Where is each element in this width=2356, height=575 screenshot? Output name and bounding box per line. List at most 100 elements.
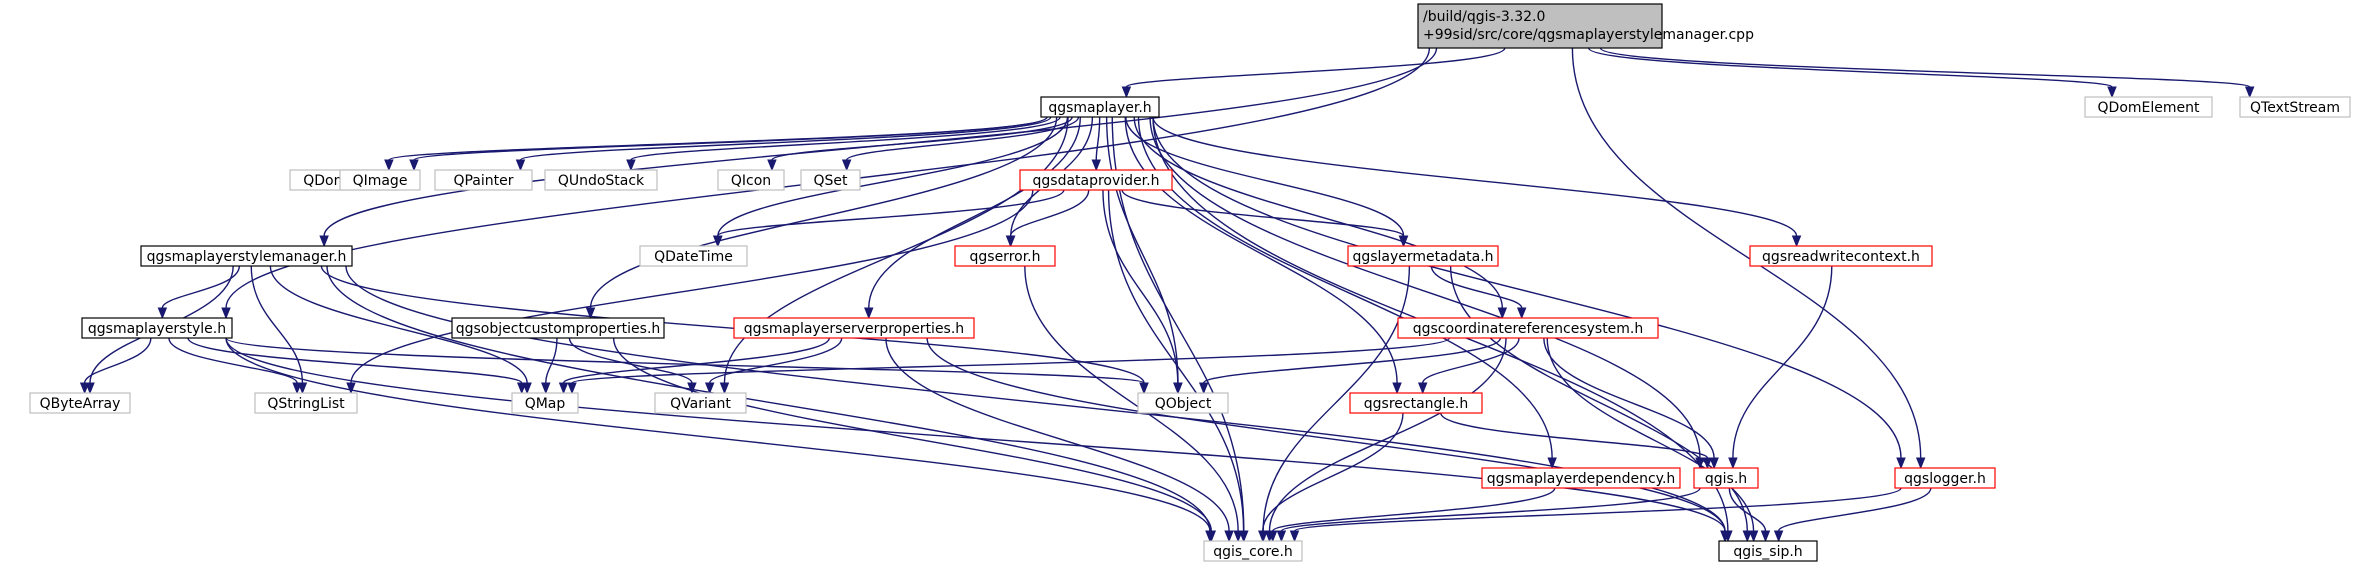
edge-qgscoordinatereferencesystem-to-qgsrectangle: [1417, 337, 1520, 395]
node-qgserror[interactable]: qgserror.h: [954, 245, 1056, 267]
node-box: [544, 169, 658, 191]
edge-qgsmaplayerstylemanager-to-qgsmaplayerstyle: [157, 265, 241, 320]
node-qgis_core: qgis_core.h: [1203, 540, 1303, 562]
arrowhead: [1516, 307, 1527, 320]
edge-line: [1262, 412, 1404, 532]
node-box: [954, 245, 1056, 267]
arrowhead: [704, 382, 715, 395]
edge-line: [1024, 265, 1239, 532]
edge-line: [83, 337, 152, 384]
edge-line: [1728, 487, 1767, 532]
arrowhead: [319, 235, 329, 248]
arrowhead: [1233, 530, 1243, 543]
node-qgsreadwritecontext[interactable]: qgsreadwritecontext.h: [1749, 245, 1933, 267]
edge-qgsmaplayerstyle-to-qobject: [225, 337, 1149, 395]
node-qgsmaplayerstyle[interactable]: qgsmaplayerstyle.h: [81, 317, 233, 339]
node-qgsmaplayerserverproperties[interactable]: qgsmaplayerserverproperties.h: [733, 317, 975, 339]
edge-line: [225, 337, 1145, 384]
node-root[interactable]: /build/qgis-3.32.0 +99sid/src/core/qgsmap…: [1417, 3, 1754, 49]
edge-qgslogger-to-qgis_sip: [1773, 487, 1932, 543]
node-qbytearray: QByteArray: [29, 392, 131, 414]
arrowhead: [1915, 457, 1926, 470]
node-label: QVariant: [670, 396, 731, 412]
arrowhead: [864, 307, 874, 320]
arrowhead: [1398, 235, 1409, 248]
edge-qgsmaplayerstyle-to-qmap: [187, 337, 527, 395]
edge-qgsmaplayer-to-qicon: [767, 116, 1073, 172]
node-label: QImage: [353, 173, 408, 189]
edge-line: [269, 265, 528, 384]
edge-line: [716, 189, 1065, 237]
edge-qgsobjectcustomproperties-to-qgis_core: [612, 337, 1217, 543]
edge-line: [1133, 116, 1504, 309]
node-qgsmaplayerdependency[interactable]: qgsmaplayerdependency.h: [1481, 467, 1681, 489]
edge-line: [589, 116, 1058, 309]
edge-qgsrectangle-to-qgis: [1440, 412, 1713, 470]
arrowhead: [409, 159, 419, 172]
node-label: qgsreadwritecontext.h: [1762, 249, 1920, 265]
edge-qgsmaplayer-to-qgsreadwritecontext: [1152, 116, 1802, 248]
node-qvariant: QVariant: [654, 392, 747, 414]
edge-qgsmaplayer-to-qgsrectangle: [1124, 116, 1402, 395]
node-box: [717, 169, 785, 191]
node-qicon: QIcon: [717, 169, 785, 191]
edge-qgslayermetadata-to-qgscoordinatereferencesystem: [1430, 265, 1527, 320]
node-qgsobjectcustomproperties[interactable]: qgsobjectcustomproperties.h: [451, 317, 665, 339]
edge-qgsmaplayer-to-qimage: [409, 116, 1048, 172]
node-box: [800, 169, 861, 191]
arrowhead: [1267, 530, 1278, 543]
arrowhead: [292, 382, 302, 395]
edge-line: [1271, 487, 1556, 532]
node-box: [1749, 245, 1933, 267]
edge-qgsmaplayer-to-qgslogger: [1152, 116, 1906, 470]
edge-qgsmaplayer-to-qgsdataprovider: [1091, 116, 1101, 172]
node-qgsrectangle[interactable]: qgsrectangle.h: [1349, 392, 1483, 414]
edge-line: [1105, 116, 1179, 384]
arrowhead: [1276, 530, 1287, 543]
node-label: QUndoStack: [558, 173, 645, 189]
node-qgis[interactable]: qgis.h: [1693, 467, 1759, 489]
edge-line: [1422, 337, 1520, 384]
edge-line: [1293, 487, 1902, 532]
edge-line: [225, 337, 1726, 532]
node-box: [2239, 96, 2351, 118]
edge-qgscoordinatereferencesystem-to-qmap: [567, 337, 1451, 395]
edge-line: [225, 337, 1211, 532]
node-qgscoordinatereferencesystem[interactable]: qgscoordinatereferencesystem.h: [1397, 317, 1659, 339]
arrowhead: [1709, 457, 1719, 470]
edges-layer: [79, 47, 2255, 543]
arrowhead: [719, 382, 730, 395]
node-qgsmaplayer[interactable]: qgsmaplayer.h: [1040, 96, 1160, 118]
edge-line: [323, 47, 1438, 237]
node-qgslogger[interactable]: qgslogger.h: [1894, 467, 1996, 489]
node-qgsmaplayerstylemanager[interactable]: qgsmaplayerstylemanager.h: [140, 245, 353, 267]
edge-line: [1124, 116, 1398, 384]
node-qgslayermetadata[interactable]: qgslayermetadata.h: [1347, 245, 1499, 267]
node-label: QStringList: [267, 396, 345, 412]
arrowhead: [841, 159, 852, 172]
edge-line: [868, 116, 1082, 309]
arrowhead: [1198, 382, 1209, 395]
arrowhead: [1497, 307, 1508, 320]
arrowhead: [1289, 530, 1300, 543]
edge-line: [320, 265, 1145, 384]
arrowhead: [687, 382, 697, 395]
edge-line: [926, 337, 1726, 532]
arrowhead: [567, 382, 577, 395]
node-label: QObject: [1155, 396, 1212, 412]
node-qgsdataprovider[interactable]: qgsdataprovider.h: [1019, 169, 1173, 191]
node-label: qgsmaplayerstyle.h: [88, 321, 226, 337]
node-box: [654, 392, 747, 414]
node-qgis_sip[interactable]: qgis_sip.h: [1718, 540, 1818, 562]
node-label: qgsmaplayerstylemanager.h: [147, 249, 347, 265]
node-label: qgsdataprovider.h: [1033, 173, 1160, 189]
edge-line: [168, 337, 298, 384]
edge-qgsmaplayer-to-qgis: [1149, 116, 1705, 470]
node-qundostack: QUndoStack: [544, 169, 658, 191]
node-label: QDateTime: [654, 249, 733, 265]
node-label: /build/qgis-3.32.0: [1423, 9, 1545, 25]
arrowhead: [541, 382, 551, 395]
edge-qgslayermetadata-to-qgis_sip: [1449, 265, 1753, 543]
arrowhead: [346, 382, 356, 395]
node-label: +99sid/src/core/qgsmaplayerstylemanager.…: [1423, 27, 1754, 43]
